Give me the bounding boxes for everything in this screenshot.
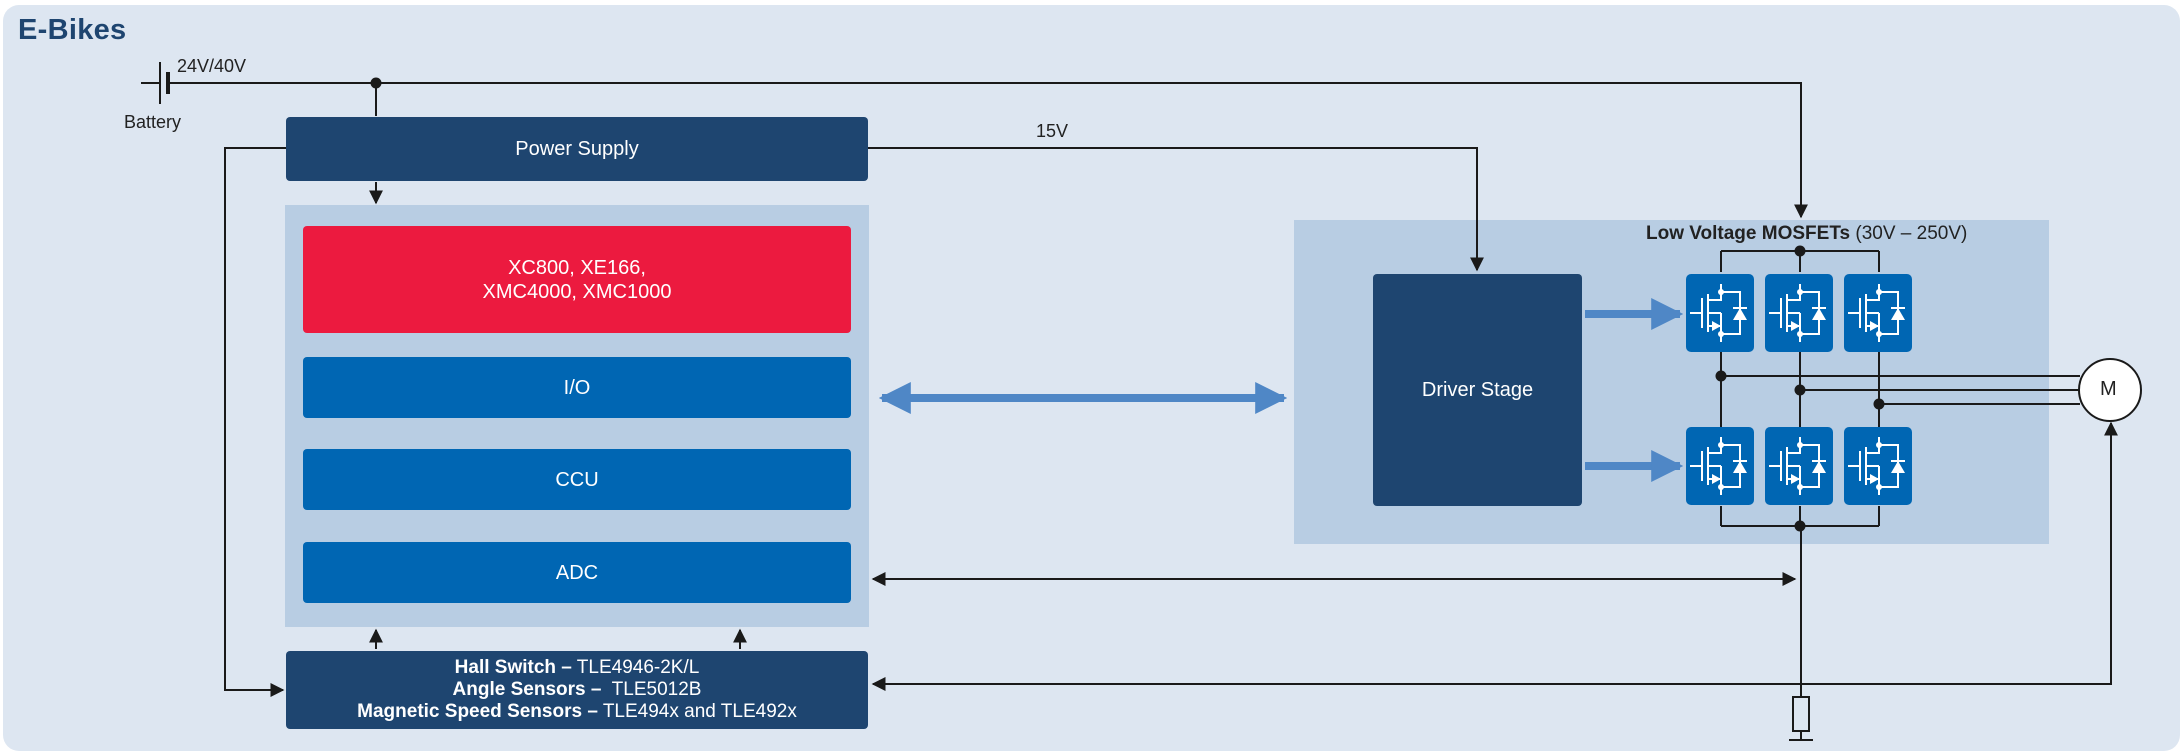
adc-block: ADC bbox=[303, 542, 851, 603]
mosfets-label: Low Voltage MOSFETs (30V – 250V) bbox=[1646, 223, 1967, 245]
mcu-line-1: XC800, XE166, bbox=[508, 256, 646, 279]
low-side-mosfet-2 bbox=[1765, 427, 1833, 505]
low-side-mosfet-1 bbox=[1686, 427, 1754, 505]
high-side-mosfet-3 bbox=[1844, 274, 1912, 352]
motor-circle bbox=[2078, 358, 2142, 422]
mcu-line-2: XMC4000, XMC1000 bbox=[482, 280, 672, 303]
high-side-mosfet-1 bbox=[1686, 274, 1754, 352]
angle-sensors-part: TLE5012B bbox=[611, 679, 702, 700]
sensors-block: Hall Switch – TLE4946-2K/L Angle Sensors… bbox=[286, 651, 868, 729]
battery-voltage-label: 24V/40V bbox=[177, 56, 247, 76]
15v-to-driver-stage bbox=[868, 147, 1484, 272]
high-side-mosfet-2 bbox=[1765, 274, 1833, 352]
15v-label: 15V bbox=[1036, 121, 1069, 141]
power-to-sensors-line bbox=[224, 147, 286, 697]
ccu-label: CCU bbox=[555, 468, 599, 491]
speed-sensors-part: TLE494x and TLE492x bbox=[602, 701, 797, 722]
speed-sensors-name: Magnetic Speed Sensors – bbox=[357, 701, 598, 722]
motor-feedback-arrow bbox=[871, 421, 2118, 691]
driver-stage-block: Driver Stage bbox=[1373, 274, 1582, 506]
mosfets-label-range: (30V – 250V) bbox=[1855, 223, 1968, 244]
diagram-title: E-Bikes bbox=[18, 14, 127, 46]
hall-switch-part: TLE4946-2K/L bbox=[576, 657, 700, 678]
mosfet-icon bbox=[1690, 284, 1747, 342]
adc-label: ADC bbox=[555, 561, 599, 584]
mosfet-icon bbox=[1769, 284, 1826, 342]
battery-label: Battery bbox=[124, 112, 182, 132]
power-supply-label: Power Supply bbox=[515, 138, 639, 160]
mosfet-icon bbox=[1769, 437, 1826, 495]
low-side-mosfet-3 bbox=[1844, 427, 1912, 505]
mosfet-icon bbox=[1848, 437, 1905, 495]
io-label: I/O bbox=[563, 376, 591, 399]
angle-sensors-name: Angle Sensors – bbox=[452, 679, 602, 700]
mosfets-label-bold: Low Voltage MOSFETs bbox=[1646, 223, 1851, 244]
mosfet-icon bbox=[1690, 437, 1747, 495]
driver-stage-label: Driver Stage bbox=[1421, 379, 1534, 401]
motor-label: M bbox=[2100, 378, 2117, 400]
microcontroller-block: XC800, XE166, XMC4000, XMC1000 bbox=[303, 226, 851, 333]
power-supply-block: Power Supply bbox=[286, 117, 868, 181]
mosfet-icon bbox=[1848, 284, 1905, 342]
io-block: I/O bbox=[303, 357, 851, 418]
supply-rail-to-mosfets bbox=[168, 82, 1808, 219]
ccu-block: CCU bbox=[303, 449, 851, 510]
shunt-resistor bbox=[1792, 696, 1810, 732]
hall-switch-name: Hall Switch – bbox=[454, 657, 572, 678]
